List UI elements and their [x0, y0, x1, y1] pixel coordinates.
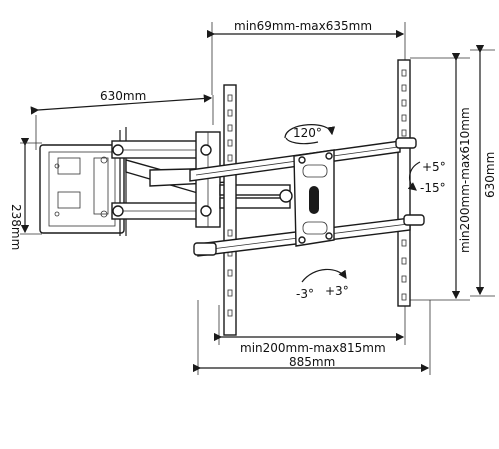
overall-height-dimension	[470, 44, 495, 297]
wall-plate-height-label: 238mm	[9, 204, 23, 250]
overall-width-dimension	[192, 300, 431, 375]
arm-extension-label: 630mm	[100, 89, 146, 103]
arm-span-label: min200mm-max815mm	[240, 341, 386, 355]
overall-width-label: 885mm	[289, 355, 335, 369]
tilt-arrow	[407, 161, 421, 191]
level-minus-label: -3°	[296, 287, 314, 301]
wall-plate-height-dimension	[20, 137, 42, 235]
overall-height-label: 630mm	[483, 152, 497, 198]
right-vertical-rail	[397, 59, 411, 307]
vesa-width-dimension	[206, 22, 406, 95]
arm-span-dimension	[213, 305, 406, 345]
vesa-width-label: min69mm-max635mm	[234, 19, 372, 33]
vesa-height-label: min200mm-max610mm	[458, 107, 472, 253]
vesa-height-dimension	[410, 52, 470, 301]
tilt-bracket	[293, 149, 335, 247]
level-plus-label: +3°	[325, 284, 349, 298]
arm-extension-dimension	[30, 94, 214, 150]
swivel-angle-label: 120°	[293, 126, 322, 140]
swivel-arrow	[284, 124, 336, 145]
level-adjust-arrow	[301, 268, 347, 283]
tilt-up-label: +5°	[422, 160, 446, 174]
left-vertical-rail	[223, 84, 237, 336]
tilt-down-label: -15°	[420, 181, 446, 195]
